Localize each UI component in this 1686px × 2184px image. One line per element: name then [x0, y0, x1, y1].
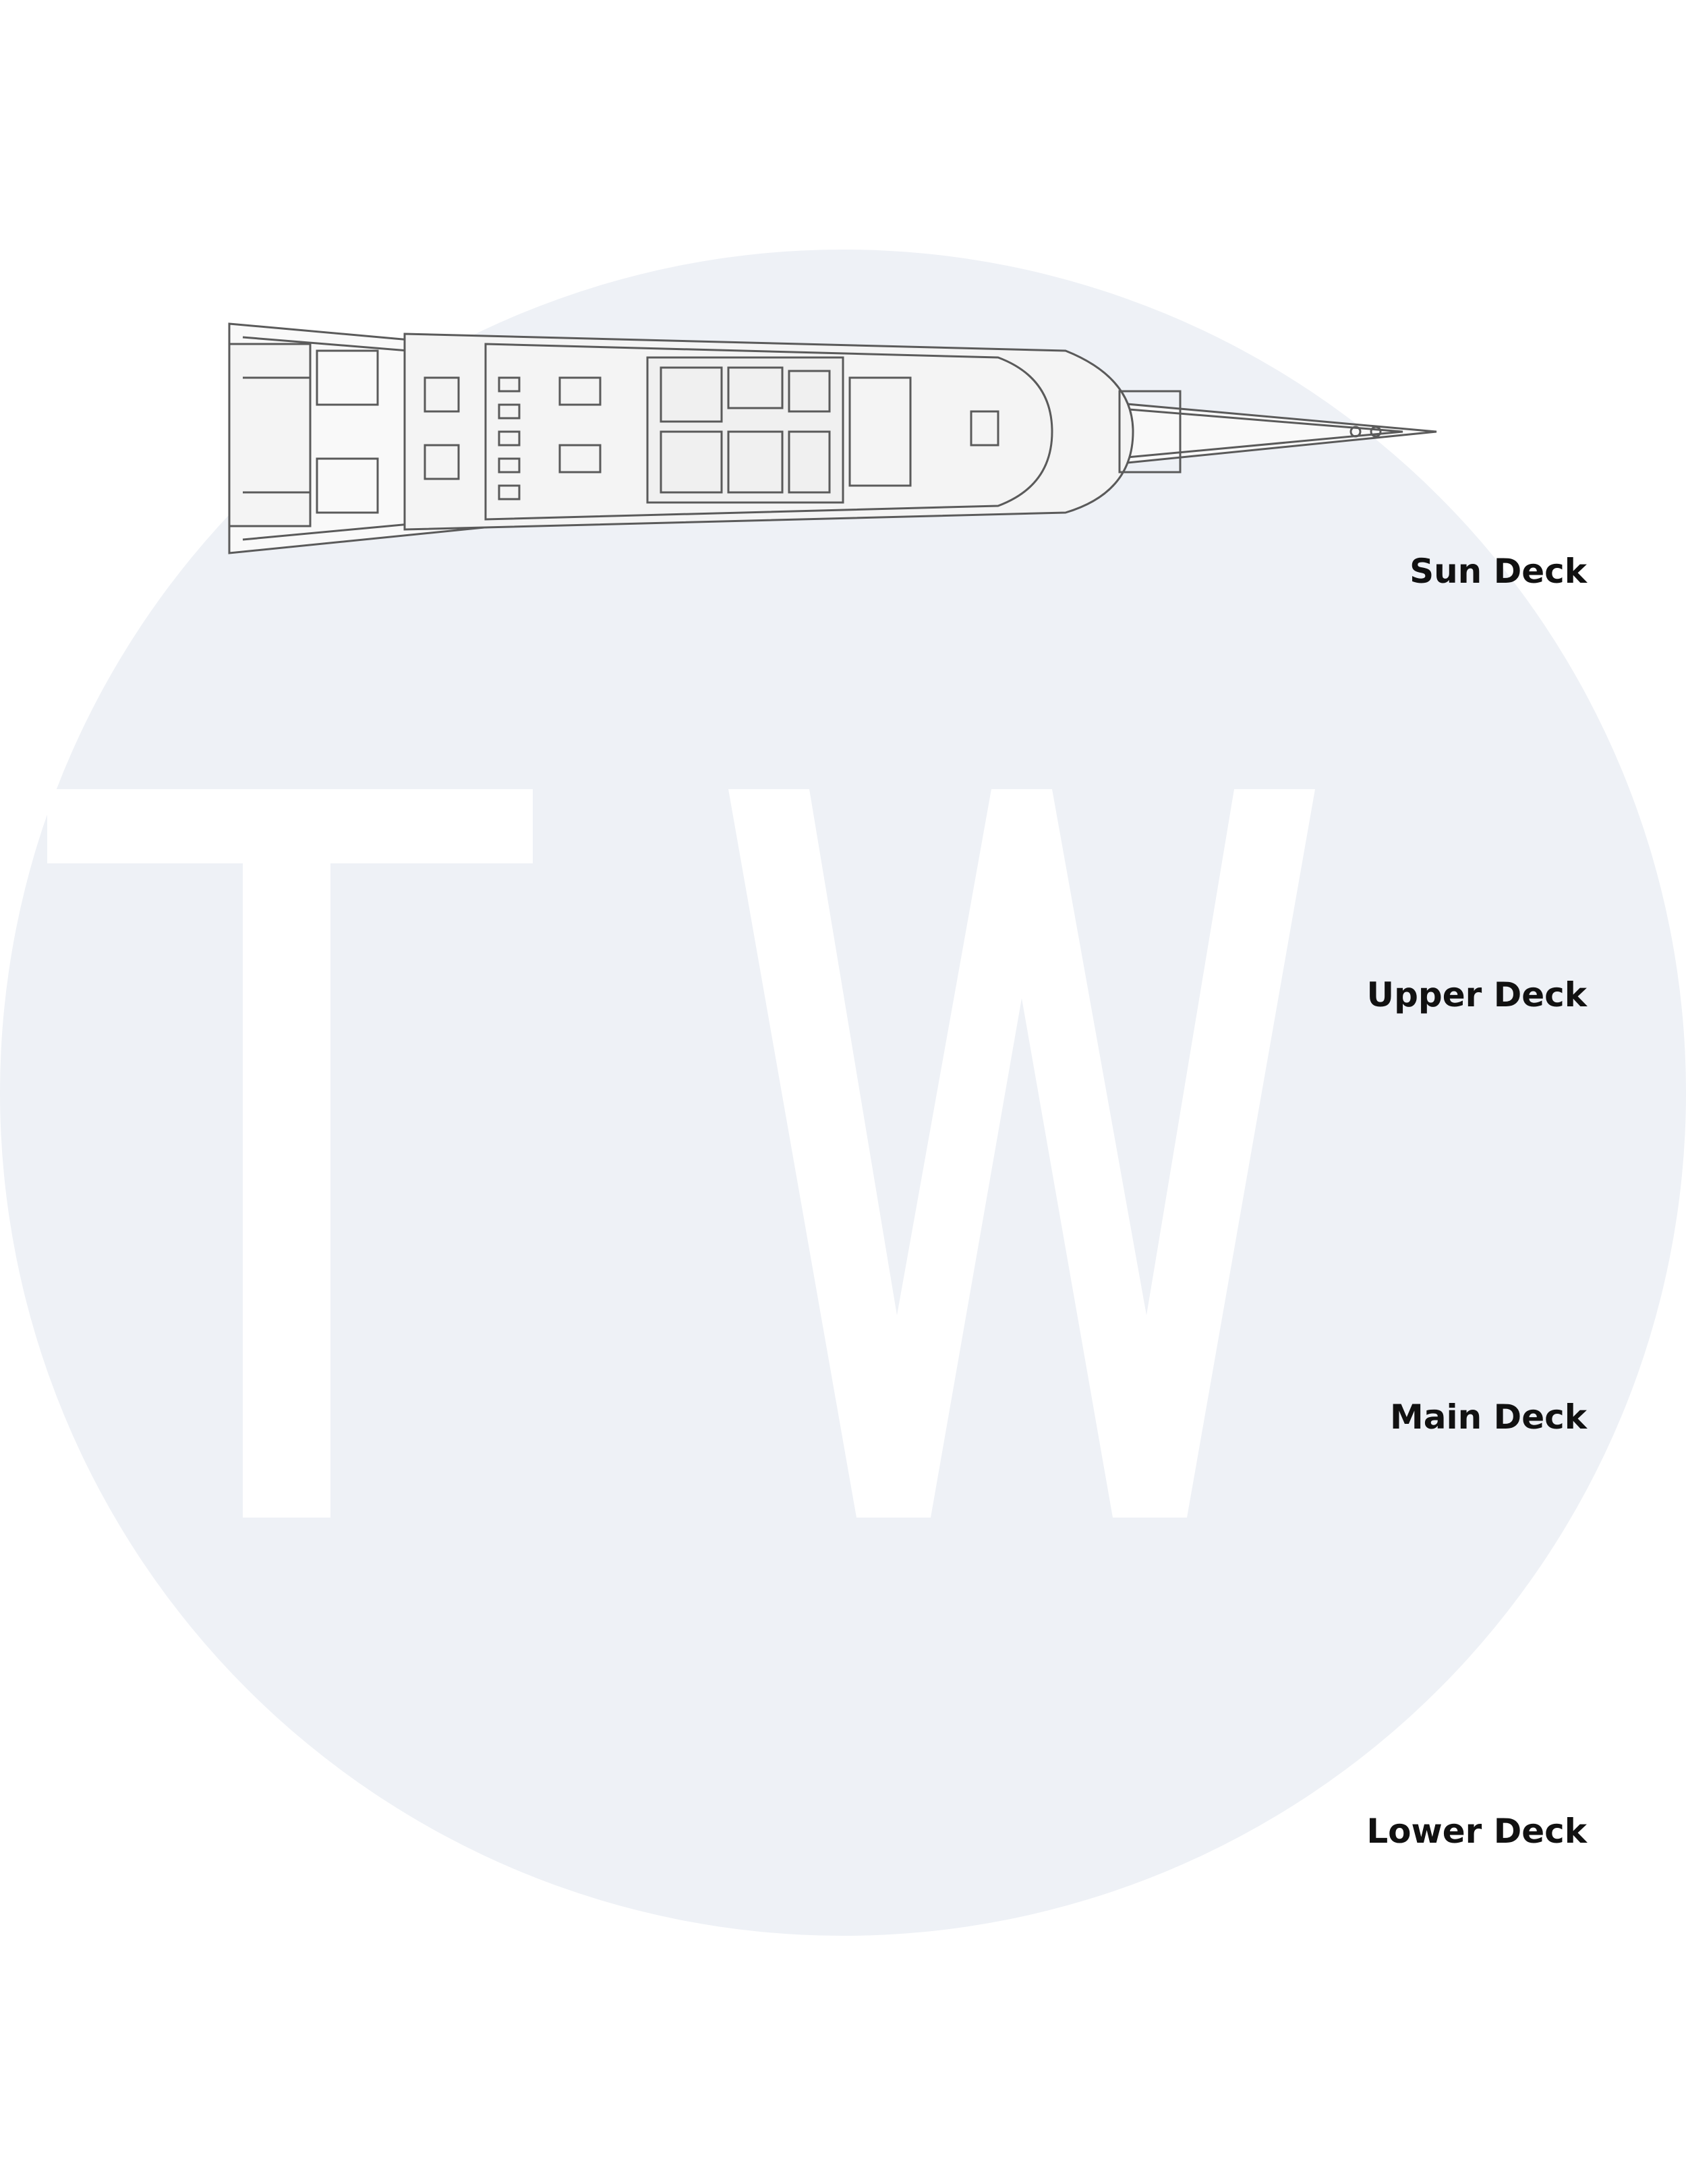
deck-label-upper: Upper Deck: [1366, 975, 1587, 1014]
deck-label-lower: Lower Deck: [1366, 1812, 1587, 1851]
watermark: [0, 250, 1686, 1936]
sun-deck-foredeck-pad: [1118, 390, 1182, 473]
deck-label-main: Main Deck: [1390, 1398, 1587, 1437]
sun-deck-wheelhouse: [646, 356, 844, 504]
watermark-letters-tw: [47, 789, 1315, 1518]
deck-label-sun: Sun Deck: [1409, 552, 1587, 591]
sun-deck-plan: [228, 322, 1437, 554]
